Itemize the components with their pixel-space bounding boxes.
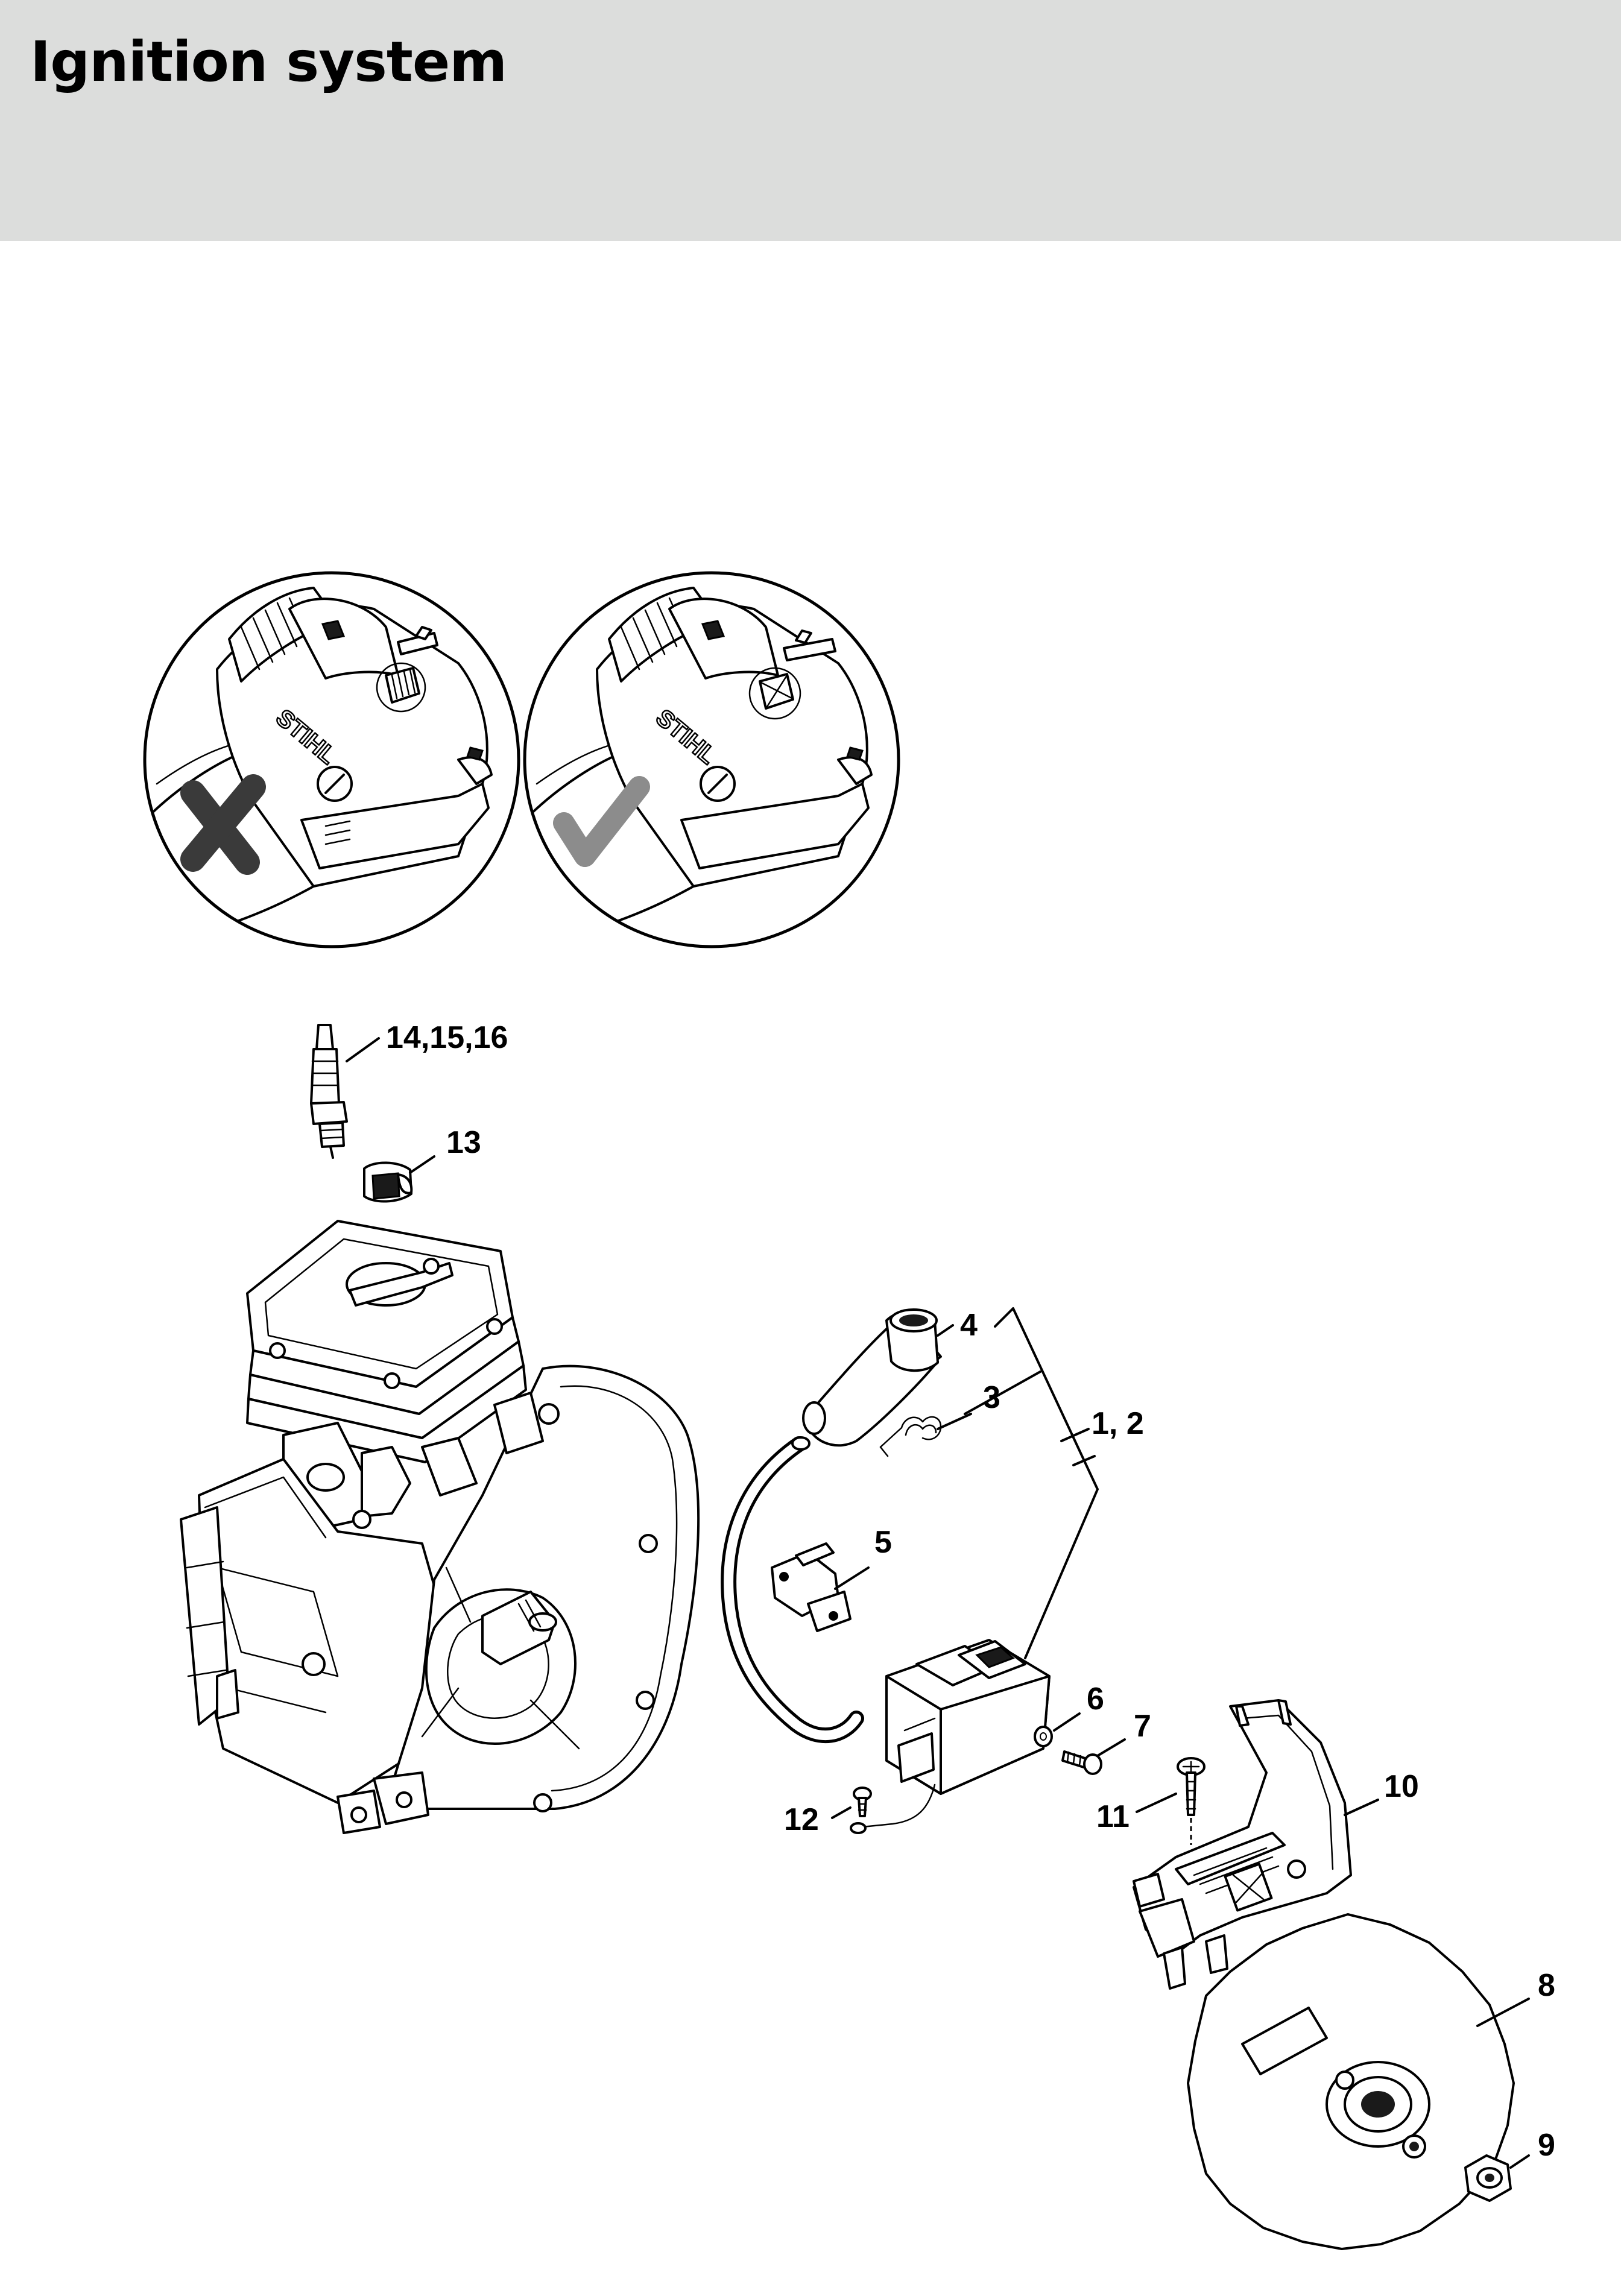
part-12 — [853, 1787, 872, 1817]
ignition-lead — [721, 1436, 864, 1744]
callout-5: 5 — [874, 1525, 892, 1560]
callout-13: 13 — [446, 1125, 481, 1160]
part-1-2-ignition-module — [850, 1639, 1051, 1834]
part-7 — [1061, 1750, 1102, 1775]
callout-11: 11 — [1096, 1799, 1130, 1834]
part-5 — [771, 1542, 852, 1632]
callout-4: 4 — [960, 1308, 978, 1343]
part-3 — [879, 1416, 942, 1457]
check-icon — [553, 776, 650, 867]
part-10 — [1133, 1699, 1352, 1990]
callout-7: 7 — [1134, 1709, 1151, 1744]
callout-14-15-16: 14,15,16 — [386, 1020, 508, 1055]
callout-6: 6 — [1087, 1682, 1104, 1717]
leader-lines — [346, 1037, 1530, 2169]
header-band: Ignition system — [0, 0, 1621, 241]
part-11 — [1177, 1757, 1205, 1845]
part-4 — [802, 1308, 942, 1447]
cross-icon — [180, 774, 266, 875]
part-13 — [363, 1161, 413, 1203]
part-engine-assembly — [180, 1220, 700, 1834]
part-9 — [1464, 2154, 1512, 2202]
part-6 — [1034, 1726, 1053, 1747]
page-title: Ignition system — [30, 30, 507, 94]
callout-10: 10 — [1384, 1769, 1419, 1804]
inset-right: STIHL — [523, 571, 900, 948]
callout-9: 9 — [1538, 2128, 1555, 2163]
inset-wrong: STIHL — [143, 571, 520, 948]
callout-8: 8 — [1538, 1968, 1555, 2003]
part-spark-plug — [310, 1024, 348, 1159]
callout-labels: 14,15,16 13 4 3 1, 2 5 6 7 10 11 12 8 9 — [386, 1020, 1555, 2163]
callout-1-2: 1, 2 — [1092, 1406, 1144, 1441]
callout-3: 3 — [983, 1380, 1000, 1415]
part-8-flywheel — [1187, 1913, 1515, 2250]
callout-12: 12 — [784, 1802, 819, 1837]
